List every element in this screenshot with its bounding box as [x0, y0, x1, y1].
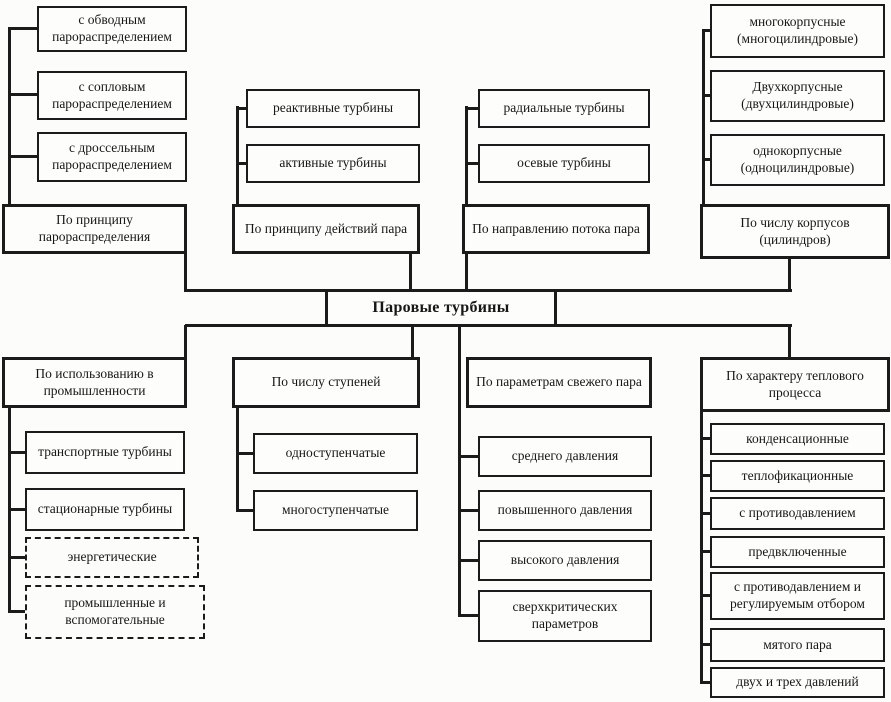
node-single-stage: одноступенчатые [253, 433, 418, 474]
connector [8, 93, 37, 96]
header-thermal-process: По характеру теплового процесса [700, 357, 890, 412]
header-steam-distribution-principle: По принципу парораспределения [2, 204, 187, 254]
node-stationary-turbines: стационарные турбины [25, 488, 185, 531]
connector [236, 509, 253, 512]
node-supercritical-parameters: сверхкритических параметров [478, 590, 652, 642]
connector [700, 681, 710, 684]
node-multi-casing: многокорпусные (многоцилиндровые) [710, 4, 885, 58]
node-exhaust-steam: мятого пара [710, 628, 885, 662]
node-backpressure: с противодавлением [710, 497, 885, 530]
node-double-casing: Двухкорпусные (двухцилиндровые) [710, 70, 885, 122]
connector [8, 27, 37, 30]
connector [458, 614, 478, 617]
connector [702, 158, 710, 161]
connector [236, 107, 248, 110]
node-nozzle-steam-distribution: с сопловым парораспределением [37, 71, 187, 120]
connector [702, 29, 705, 206]
node-impulse-turbines: активные турбины [246, 144, 420, 183]
connector [236, 452, 253, 455]
node-single-casing: однокорпусные (одноцилиндровые) [710, 134, 885, 186]
node-radial-turbines: радиальные турбины [478, 89, 650, 128]
connector [788, 325, 791, 359]
connector [184, 252, 187, 292]
connector [8, 610, 25, 613]
connector [184, 325, 187, 359]
connector [700, 410, 703, 684]
header-stage-count: По числу ступеней [232, 357, 420, 408]
connector [700, 474, 710, 477]
node-cogeneration: теплофикационные [710, 460, 885, 492]
connector [411, 325, 414, 359]
connector [458, 559, 478, 562]
connector [8, 155, 37, 158]
node-elevated-pressure: повышенного давления [478, 490, 652, 531]
node-bypass-steam-distribution: с обводным парораспределением [37, 6, 187, 52]
connector [700, 594, 710, 597]
connector [465, 162, 478, 165]
header-casing-count: По числу корпусов (цилиндров) [700, 204, 890, 259]
node-throttle-steam-distribution: с дроссельным парораспределением [37, 132, 187, 182]
node-high-pressure: высокого давления [478, 540, 652, 581]
connector [465, 107, 478, 110]
node-condensing: конденсационные [710, 423, 885, 455]
connector [700, 437, 710, 440]
node-topping: предвключенные [710, 536, 885, 568]
connector [409, 252, 412, 292]
node-two-three-pressures: двух и трех давлений [710, 667, 885, 698]
node-transport-turbines: транспортные турбины [25, 431, 185, 474]
header-steam-flow-direction: По направлению потока пара [462, 204, 650, 254]
connector [702, 94, 710, 97]
root-node-steam-turbines: Паровые турбины [325, 289, 557, 327]
header-fresh-steam-parameters: По параметрам свежего пара [466, 357, 652, 408]
node-multi-stage: многоступенчатые [253, 490, 418, 531]
connector [8, 451, 25, 454]
node-backpressure-regulated-extraction: с противодавлением и регулируемым отборо… [710, 572, 885, 620]
node-power-turbines: энергетические [25, 537, 199, 578]
connector [8, 508, 25, 511]
connector [236, 406, 239, 512]
connector [458, 509, 478, 512]
connector [8, 556, 25, 559]
connector [702, 29, 710, 32]
connector [788, 257, 791, 292]
node-axial-turbines: осевые турбины [478, 144, 650, 183]
connector [465, 106, 468, 206]
connector [700, 643, 710, 646]
connector [700, 512, 710, 515]
node-medium-pressure: среднего давления [478, 436, 652, 477]
connector [236, 106, 239, 206]
connector [465, 252, 468, 292]
node-reaction-turbines: реактивные турбины [246, 89, 420, 128]
connector [458, 325, 461, 617]
header-steam-action-principle: По принципу действий пара [232, 204, 420, 254]
connector [458, 455, 478, 458]
header-industrial-use: По использованию в промышленности [2, 357, 187, 408]
connector [236, 162, 248, 165]
connector [700, 550, 710, 553]
node-industrial-auxiliary-turbines: промышленные и вспомогательные [25, 585, 205, 639]
connector [8, 27, 11, 206]
